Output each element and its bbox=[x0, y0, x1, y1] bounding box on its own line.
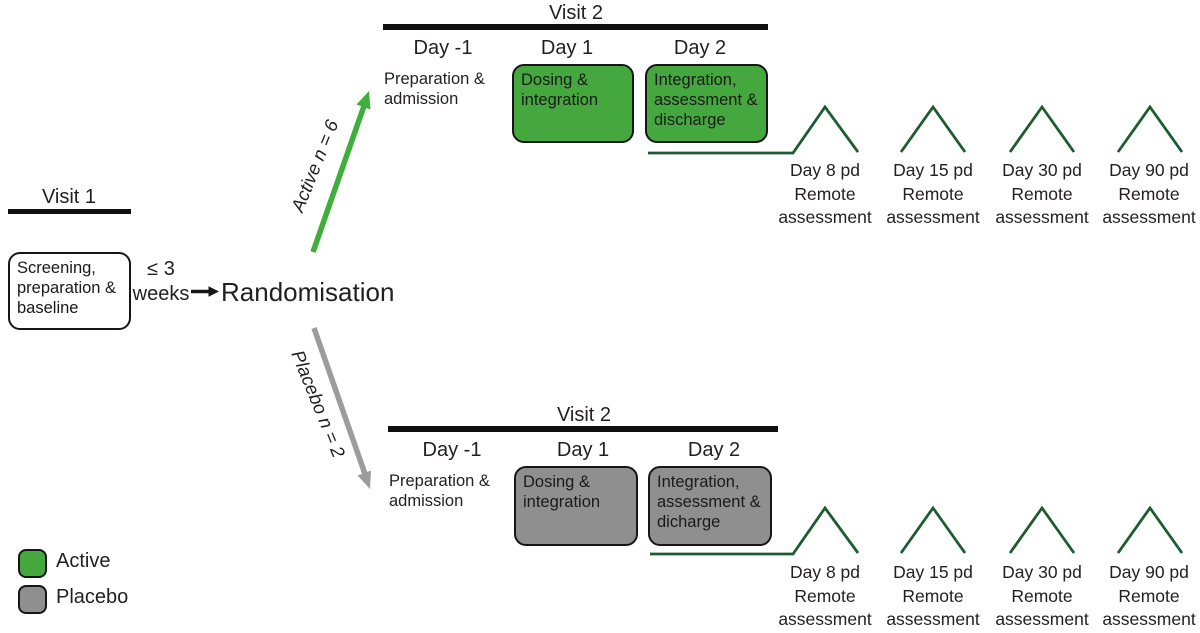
visit1-title: Visit 1 bbox=[41, 186, 97, 208]
followup-label-active-1: Day 8 pd Remote assessment bbox=[755, 159, 895, 230]
followup-assessment: assessment bbox=[1102, 207, 1196, 227]
followup-connector-peak-icon-bottom bbox=[650, 505, 860, 556]
prep-line1-active: Preparation & bbox=[384, 70, 485, 88]
followup-label-placebo-2: Day 15 pd Remote assessment bbox=[863, 561, 1003, 632]
integration-box-active-line1: Integration, bbox=[654, 71, 737, 89]
prep-admission-placebo: Preparation & admission bbox=[389, 471, 490, 511]
followup-remote: Remote bbox=[794, 585, 856, 606]
followup-label-placebo-1: Day 8 pd Remote assessment bbox=[755, 561, 895, 632]
dosing-box-active-line2: integration bbox=[521, 91, 599, 109]
legend-active-swatch-icon bbox=[18, 549, 47, 578]
followup-assessment: assessment bbox=[1102, 609, 1196, 629]
followup-connector-peak-icon-top bbox=[648, 104, 860, 155]
legend-placebo-label: Placebo bbox=[56, 586, 129, 608]
placebo-arrow-icon bbox=[311, 327, 371, 489]
dosing-box-placebo-line1: Dosing & bbox=[523, 473, 590, 491]
dosing-box-placebo: Dosing & integration bbox=[514, 466, 638, 546]
followup-remote: Remote bbox=[1118, 183, 1180, 204]
followup-remote: Remote bbox=[1011, 183, 1073, 204]
integration-box-placebo-line3: dicharge bbox=[657, 513, 721, 531]
followup-peak-icon-top-3 bbox=[1008, 104, 1076, 153]
visit1-title-underline bbox=[8, 209, 131, 214]
integration-box-placebo: Integration, assessment & dicharge bbox=[648, 466, 772, 546]
followup-assessment: assessment bbox=[995, 609, 1089, 629]
visit2-title-active: Visit 2 bbox=[548, 2, 604, 24]
followup-remote: Remote bbox=[1118, 585, 1180, 606]
visit2-bar-active bbox=[383, 24, 768, 30]
followup-day: Day 8 pd bbox=[789, 562, 861, 582]
followup-peak-icon-top-4 bbox=[1116, 104, 1184, 153]
followup-label-active-3: Day 30 pd Remote assessment bbox=[972, 159, 1112, 230]
followup-assessment: assessment bbox=[778, 207, 872, 227]
day-1-label-active: Day 1 bbox=[540, 37, 594, 59]
followup-label-placebo-3: Day 30 pd Remote assessment bbox=[972, 561, 1112, 632]
integration-box-placebo-line2: assessment & bbox=[657, 493, 761, 511]
followup-assessment: assessment bbox=[995, 207, 1089, 227]
screening-box-line1: Screening, bbox=[17, 259, 96, 277]
followup-assessment: assessment bbox=[778, 609, 872, 629]
randomisation-label: Randomisation bbox=[221, 277, 395, 307]
followup-peak-icon-bottom-3 bbox=[1008, 505, 1076, 554]
dosing-box-active: Dosing & integration bbox=[512, 64, 634, 143]
followup-label-active-2: Day 15 pd Remote assessment bbox=[863, 159, 1003, 230]
interval-weeks-line2: weeks bbox=[132, 283, 190, 305]
followup-day: Day 15 pd bbox=[893, 160, 973, 180]
followup-day: Day 90 pd bbox=[1109, 160, 1189, 180]
day-2-label-active: Day 2 bbox=[673, 37, 727, 59]
day-1-label-placebo: Day 1 bbox=[556, 439, 610, 461]
visit2-title-placebo: Visit 2 bbox=[556, 404, 612, 426]
integration-box-active: Integration, assessment & discharge bbox=[645, 64, 768, 143]
followup-peak-icon-bottom-4 bbox=[1116, 505, 1184, 554]
dosing-box-active-line1: Dosing & bbox=[521, 71, 588, 89]
followup-day: Day 90 pd bbox=[1109, 562, 1189, 582]
screening-box: Screening, preparation & baseline bbox=[8, 252, 131, 330]
integration-box-placebo-line1: Integration, bbox=[657, 473, 740, 491]
followup-remote: Remote bbox=[1011, 585, 1073, 606]
prep-line2-placebo: admission bbox=[389, 492, 464, 510]
day-minus1-label-active: Day -1 bbox=[413, 37, 473, 59]
followup-day: Day 15 pd bbox=[893, 562, 973, 582]
legend-placebo-swatch-icon bbox=[18, 585, 47, 614]
followup-peak-icon-top-2 bbox=[899, 104, 967, 153]
randomisation-arrow-icon bbox=[191, 286, 219, 297]
interval-weeks-line1: ≤ 3 bbox=[147, 258, 175, 280]
active-arrow-icon bbox=[310, 91, 371, 253]
followup-peak-icon-bottom-2 bbox=[899, 505, 967, 554]
followup-day: Day 30 pd bbox=[1002, 160, 1082, 180]
integration-box-active-line3: discharge bbox=[654, 111, 726, 129]
prep-line1-placebo: Preparation & bbox=[389, 472, 490, 490]
prep-admission-active: Preparation & admission bbox=[384, 69, 485, 109]
followup-label-active-4: Day 90 pd Remote assessment bbox=[1079, 159, 1200, 230]
followup-day: Day 8 pd bbox=[789, 160, 861, 180]
dosing-box-placebo-line2: integration bbox=[523, 493, 601, 511]
visit2-bar-placebo bbox=[388, 426, 778, 432]
followup-day: Day 30 pd bbox=[1002, 562, 1082, 582]
followup-remote: Remote bbox=[902, 183, 964, 204]
followup-label-placebo-4: Day 90 pd Remote assessment bbox=[1079, 561, 1200, 632]
followup-assessment: assessment bbox=[886, 609, 980, 629]
followup-remote: Remote bbox=[794, 183, 856, 204]
integration-box-active-line2: assessment & bbox=[654, 91, 758, 109]
screening-box-line2: preparation & bbox=[17, 279, 117, 297]
day-minus1-label-placebo: Day -1 bbox=[422, 439, 482, 461]
followup-assessment: assessment bbox=[886, 207, 980, 227]
followup-remote: Remote bbox=[902, 585, 964, 606]
day-2-label-placebo: Day 2 bbox=[687, 439, 741, 461]
legend-active-label: Active bbox=[56, 550, 111, 572]
screening-box-line3: baseline bbox=[17, 299, 79, 317]
prep-line2-active: admission bbox=[384, 90, 459, 108]
